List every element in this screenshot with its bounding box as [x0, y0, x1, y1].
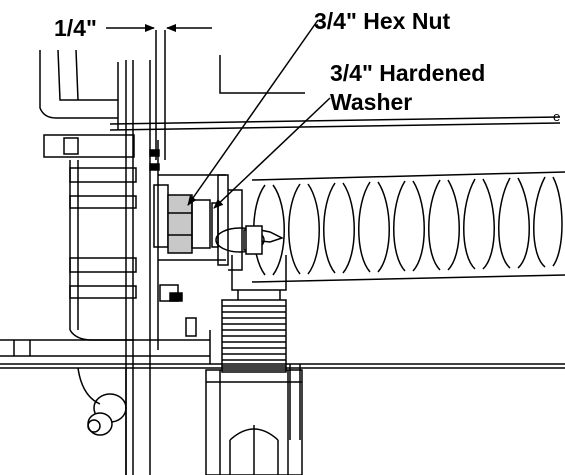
plates — [125, 30, 166, 475]
hardened-washer — [211, 202, 219, 248]
cone-grooves — [222, 305, 286, 367]
edge-mark: e — [553, 109, 560, 124]
dimension-label: 1/4" — [54, 15, 97, 41]
spring-cone — [221, 255, 287, 373]
torsion-spring — [251, 171, 565, 283]
hex-nut-label: 3/4" Hex Nut — [314, 8, 451, 34]
leader-lines — [187, 19, 331, 209]
washer-label-line2: Washer — [330, 89, 413, 115]
washer-label-line1: 3/4" Hardened — [330, 60, 486, 86]
upper-bracket — [39, 49, 119, 130]
pin-clip — [215, 225, 284, 255]
bolt-assembly — [153, 174, 255, 337]
lower-bearing — [205, 369, 303, 475]
housing-outline — [109, 55, 561, 131]
lower-bolt — [77, 367, 127, 475]
left-frame — [43, 134, 137, 341]
base-plate — [0, 330, 565, 440]
